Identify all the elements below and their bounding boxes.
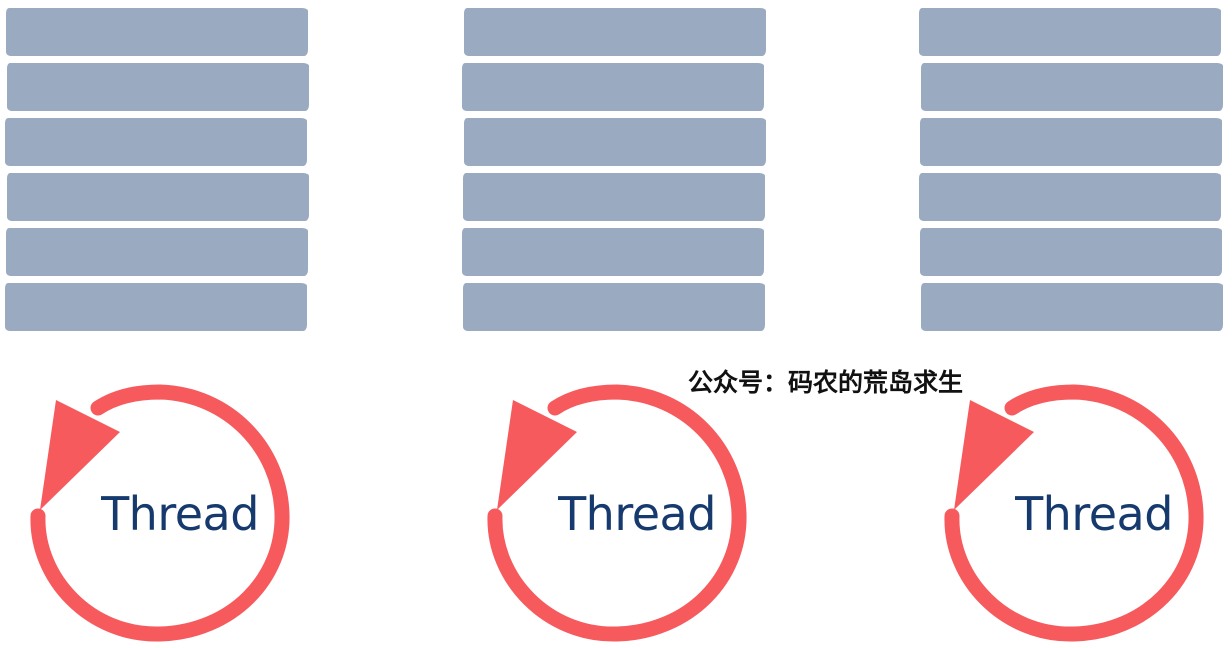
- task-bar: [921, 63, 1223, 111]
- task-bar: [920, 118, 1222, 166]
- task-bar: [920, 228, 1222, 276]
- task-bar: [464, 8, 766, 56]
- task-bar: [7, 63, 309, 111]
- task-bar: [6, 8, 308, 56]
- thread-label: Thread: [1015, 487, 1173, 541]
- watermark-text: 公众号：码农的荒岛求生: [688, 368, 964, 397]
- thread-node: Thread: [477, 378, 767, 648]
- thread-node: Thread: [934, 378, 1224, 648]
- task-bar: [6, 228, 308, 276]
- task-bar: [919, 173, 1221, 221]
- arrow-head: [954, 400, 1034, 510]
- arrow-head: [40, 400, 120, 510]
- thread-ring: [30, 384, 290, 642]
- thread-node: Thread: [20, 378, 310, 648]
- arrow-head: [497, 400, 577, 510]
- task-bar: [7, 173, 309, 221]
- thread-label: Thread: [101, 487, 259, 541]
- column-1: Thread: [0, 0, 320, 648]
- task-queue: [5, 8, 312, 338]
- column-3: Thread: [914, 0, 1232, 648]
- task-bar: [462, 228, 764, 276]
- task-bar: [464, 118, 766, 166]
- column-2: Thread: [457, 0, 777, 648]
- thread-ring: [487, 384, 747, 642]
- thread-ring: [944, 384, 1204, 642]
- task-bar: [5, 118, 307, 166]
- task-bar: [921, 283, 1223, 331]
- task-bar: [5, 283, 307, 331]
- circular-arrow-icon: [487, 384, 747, 642]
- circular-arrow-icon: [30, 384, 290, 642]
- task-queue: [919, 8, 1226, 338]
- task-bar: [463, 283, 765, 331]
- circular-arrow-icon: [944, 384, 1204, 642]
- thread-label: Thread: [558, 487, 716, 541]
- task-bar: [919, 8, 1221, 56]
- task-bar: [463, 173, 765, 221]
- task-queue: [462, 8, 769, 338]
- task-bar: [462, 63, 764, 111]
